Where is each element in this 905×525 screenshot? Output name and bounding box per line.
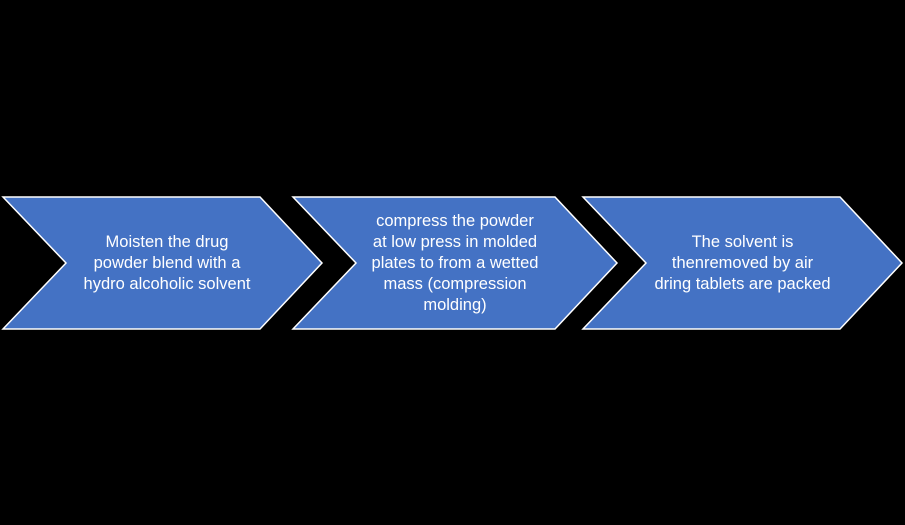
chevron-arrow-step-1[interactable] bbox=[1, 196, 324, 330]
chevron-arrow-step-2[interactable] bbox=[291, 196, 619, 330]
chevron-arrow-step-3[interactable] bbox=[581, 196, 904, 330]
